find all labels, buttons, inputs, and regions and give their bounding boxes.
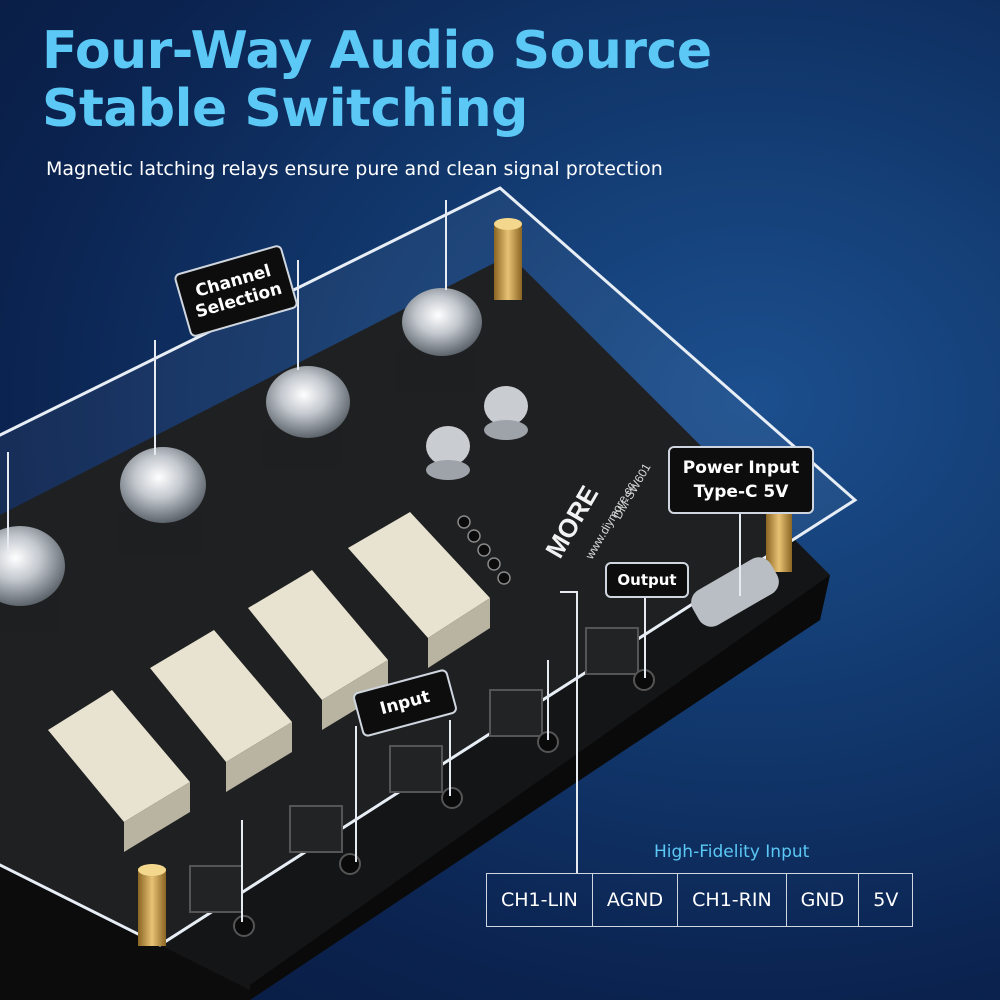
knob-3: [118, 447, 206, 554]
title-line-1: Four-Way Audio Source: [42, 21, 712, 81]
knob-2: [262, 366, 350, 470]
relay-1-side: [428, 598, 490, 668]
pin-ch1-rin: CH1-RIN: [678, 874, 787, 926]
standoff-right: [766, 510, 792, 572]
pcb-side: [250, 575, 830, 1000]
standoff-top-cap: [494, 218, 522, 230]
pin-5v: 5V: [873, 889, 899, 911]
pinout-caption: High-Fidelity Input: [654, 842, 810, 862]
subtitle: Magnetic latching relays ensure pure and…: [46, 158, 663, 180]
relay-4: [48, 690, 190, 822]
knob-4: [0, 526, 65, 632]
pin-ch1-lin: CH1-LIN: [487, 874, 593, 926]
pin-agnd: AGND: [593, 874, 679, 926]
relay-3: [150, 630, 292, 762]
pcb-edge: [0, 865, 250, 1000]
output-callout: Output: [605, 562, 689, 598]
standoff-top: [494, 222, 522, 300]
relay-3-side: [226, 722, 292, 792]
relay-2: [248, 570, 388, 700]
relay-4-side: [124, 782, 190, 852]
power-input-callout: Power Input Type-C 5V: [668, 446, 814, 514]
knob-1: [395, 288, 482, 392]
title-line-2: Stable Switching: [42, 79, 528, 139]
standoff-left: [138, 868, 166, 946]
audio-jacks: [189, 627, 655, 937]
leader-lines: [7, 200, 741, 922]
capacitor-2: [484, 386, 528, 440]
header-pins: [457, 515, 511, 585]
power-input-type: Type-C 5V: [693, 482, 789, 502]
usb-c-port: [691, 557, 779, 627]
pinout-table: CH1-LIN AGND CH1-RIN GND 5V: [486, 873, 914, 927]
pin-gnd: GND: [787, 874, 860, 926]
page-title: Four-Way Audio Source Stable Switching: [42, 22, 712, 138]
relay-1: [348, 512, 490, 638]
standoff-left-cap: [138, 864, 166, 876]
power-input-label: Power Input: [682, 458, 800, 478]
capacitor-1: [426, 426, 470, 480]
